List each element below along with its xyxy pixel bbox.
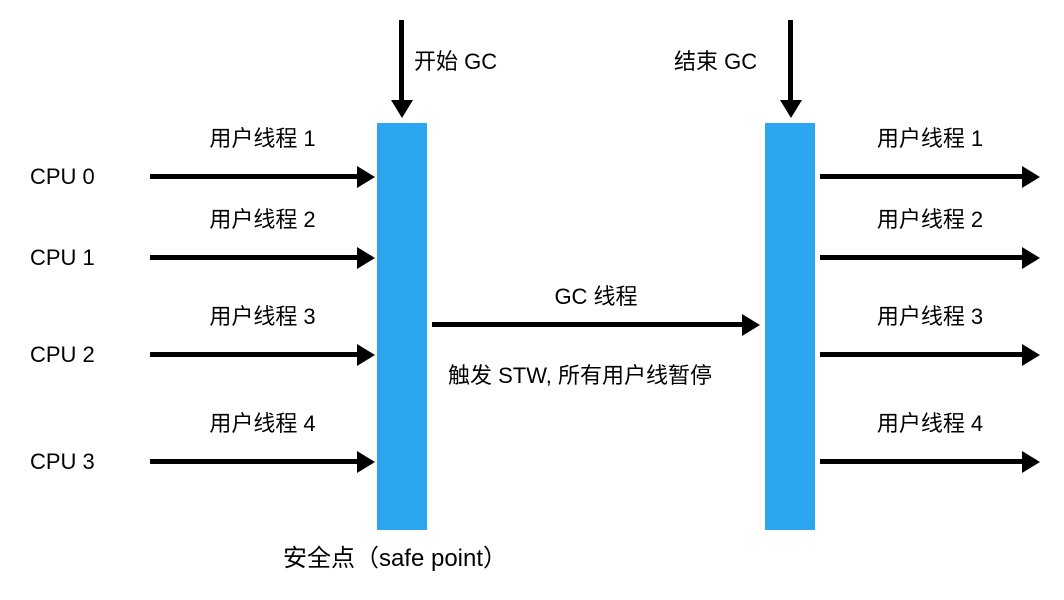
safe-point-caption: 安全点（safe point） <box>282 545 508 572</box>
right-thread-label-3: 用户线程 3 <box>876 304 984 329</box>
start-gc-arrow-down-icon <box>399 20 404 100</box>
right-thread-arrow-2-icon <box>820 255 1022 260</box>
cpu-label-0: CPU 0 <box>30 164 95 189</box>
right-thread-arrow-4-icon <box>820 459 1022 464</box>
left-thread-label-4: 用户线程 4 <box>209 411 316 436</box>
left-thread-arrow-4-icon <box>150 459 357 464</box>
gc-thread-arrow-icon <box>432 322 742 327</box>
right-thread-arrow-3-icon <box>820 352 1022 357</box>
safe-point-bar-right <box>765 123 815 530</box>
end-gc-label: 结束 GC <box>674 49 758 74</box>
right-thread-label-2: 用户线程 2 <box>876 207 984 232</box>
end-gc-arrow-down-icon <box>788 20 793 100</box>
right-thread-label-1: 用户线程 1 <box>876 126 984 151</box>
cpu-label-1: CPU 1 <box>30 245 95 270</box>
left-thread-label-1: 用户线程 1 <box>209 126 316 151</box>
left-thread-arrow-2-icon <box>150 255 357 260</box>
safe-point-bar-left <box>377 123 427 530</box>
cpu-label-2: CPU 2 <box>30 342 95 367</box>
left-thread-arrow-3-icon <box>150 352 357 357</box>
stw-note-label: 触发 STW, 所有用户线暂停 <box>447 363 712 388</box>
cpu-label-3: CPU 3 <box>30 449 95 474</box>
left-thread-label-2: 用户线程 2 <box>209 207 316 232</box>
left-thread-arrow-1-icon <box>150 174 357 179</box>
right-thread-label-4: 用户线程 4 <box>876 411 984 436</box>
left-thread-label-3: 用户线程 3 <box>209 304 316 329</box>
start-gc-label: 开始 GC <box>414 49 498 74</box>
gc-thread-label: GC 线程 <box>554 284 638 309</box>
right-thread-arrow-1-icon <box>820 174 1022 179</box>
